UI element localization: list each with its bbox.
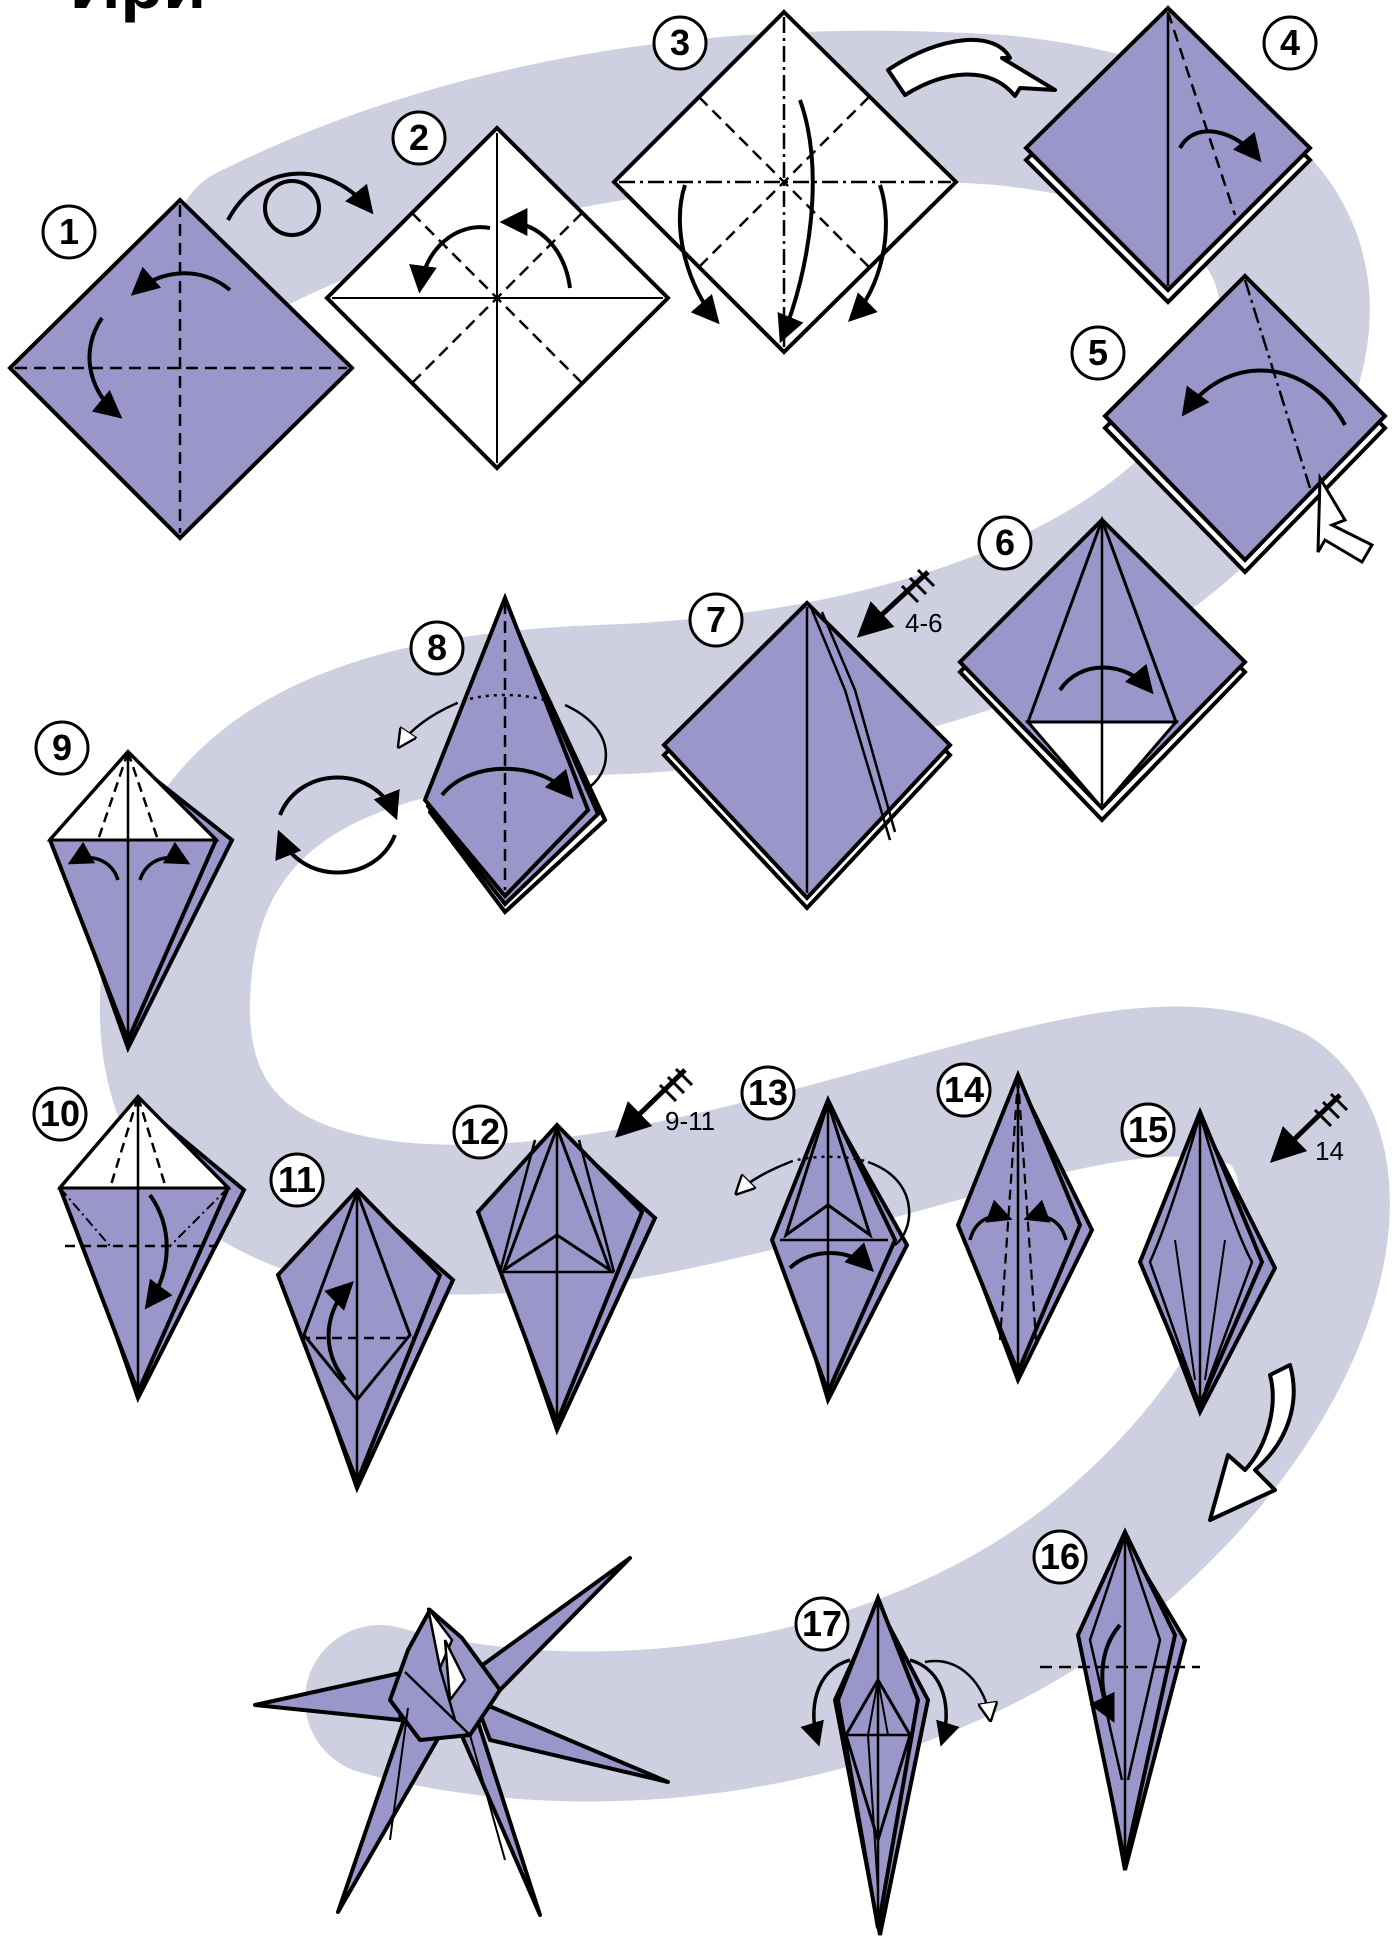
fold-arrow [777,99,815,344]
fold-arrow [1058,663,1154,695]
turn-arrow-icon [1208,1363,1296,1522]
fold-arrow [968,1199,1013,1241]
step-6: 6 [957,515,1248,823]
step-12: 9-11 12 [452,1067,715,1436]
fold-arrow [440,766,574,800]
fold-arrow [499,208,572,289]
repeat-steps-icon [1269,1092,1349,1163]
fold-behind-arrow [738,1160,911,1246]
fold-arrow [788,1242,874,1272]
step-11: 11 [269,1152,456,1494]
step-number: 17 [802,1603,842,1644]
step-number: 9 [52,727,72,768]
step-8: 8 [400,592,608,915]
step-9: 9 [34,720,235,1054]
step-number: 14 [944,1069,984,1110]
step-number: 4 [1280,22,1300,63]
flower-core [388,1608,502,1742]
step-number: 8 [427,627,447,668]
step-number: 12 [460,1111,500,1152]
petal [473,1698,670,1784]
kite-shape [422,592,591,899]
repeat-steps-icon [856,568,936,638]
fold-arrow [1178,129,1262,163]
fold-arrow [909,1658,960,1747]
step-2: 2 [324,110,671,471]
step-17: 17 [794,1592,990,1936]
fold-arrow [87,316,123,419]
kite-shape [275,1187,443,1488]
step-number: 11 [278,1159,316,1200]
step-number: 2 [409,117,429,158]
push-in-arrow-icon [1316,472,1375,565]
step-number: 3 [670,22,690,63]
turn-arrow-icon [886,38,1057,98]
step-14: 14 [936,1062,1095,1386]
fold-arrow [324,1281,354,1382]
fold-behind-arrow [924,1659,990,1718]
fold-arrow [130,266,232,296]
step-number: 5 [1088,332,1108,373]
final-iris-model [253,1556,670,1917]
repeat-steps-icon [614,1067,694,1138]
repeat-label: 4-6 [905,608,943,638]
fold-arrow [677,184,720,325]
fold-arrow [144,1193,173,1310]
step-number: 7 [706,599,726,640]
fold-arrow [409,225,491,294]
step-5: 5 [1070,273,1388,575]
step-10: 10 [32,1086,247,1404]
step-number: 10 [40,1093,80,1134]
path-band [99,30,1390,1802]
fold-arrow [1089,1623,1122,1724]
fold-arrow [1181,368,1347,426]
fold-arrow [848,184,888,322]
step-3: 3 [611,9,959,355]
title-fragment: Ири [70,0,206,23]
fold-arrow [138,841,191,881]
repeat-label: 14 [1315,1136,1344,1166]
repeat-label: 9-11 [665,1106,715,1136]
fold-arrow [800,1658,851,1747]
step-15: 14 15 [1120,1092,1349,1417]
kite-shape [769,1095,898,1398]
rotate-icon [275,775,400,875]
step-7: 4-6 7 [661,568,953,911]
step-number: 16 [1040,1536,1080,1577]
step-4: 4 [1023,5,1318,305]
flip-over-icon [226,171,374,237]
fold-behind-arrow [400,702,607,792]
paper-square [1102,273,1388,563]
step-number: 15 [1128,1109,1168,1150]
step-number: 13 [748,1072,788,1113]
fold-arrow [67,841,120,881]
step-16: 16 [1032,1527,1200,1871]
step-1: 1 [7,197,355,541]
step-number: 1 [59,211,79,252]
step-number: 6 [995,522,1015,563]
step-13: 13 [738,1065,911,1406]
fold-arrow [1023,1199,1068,1241]
